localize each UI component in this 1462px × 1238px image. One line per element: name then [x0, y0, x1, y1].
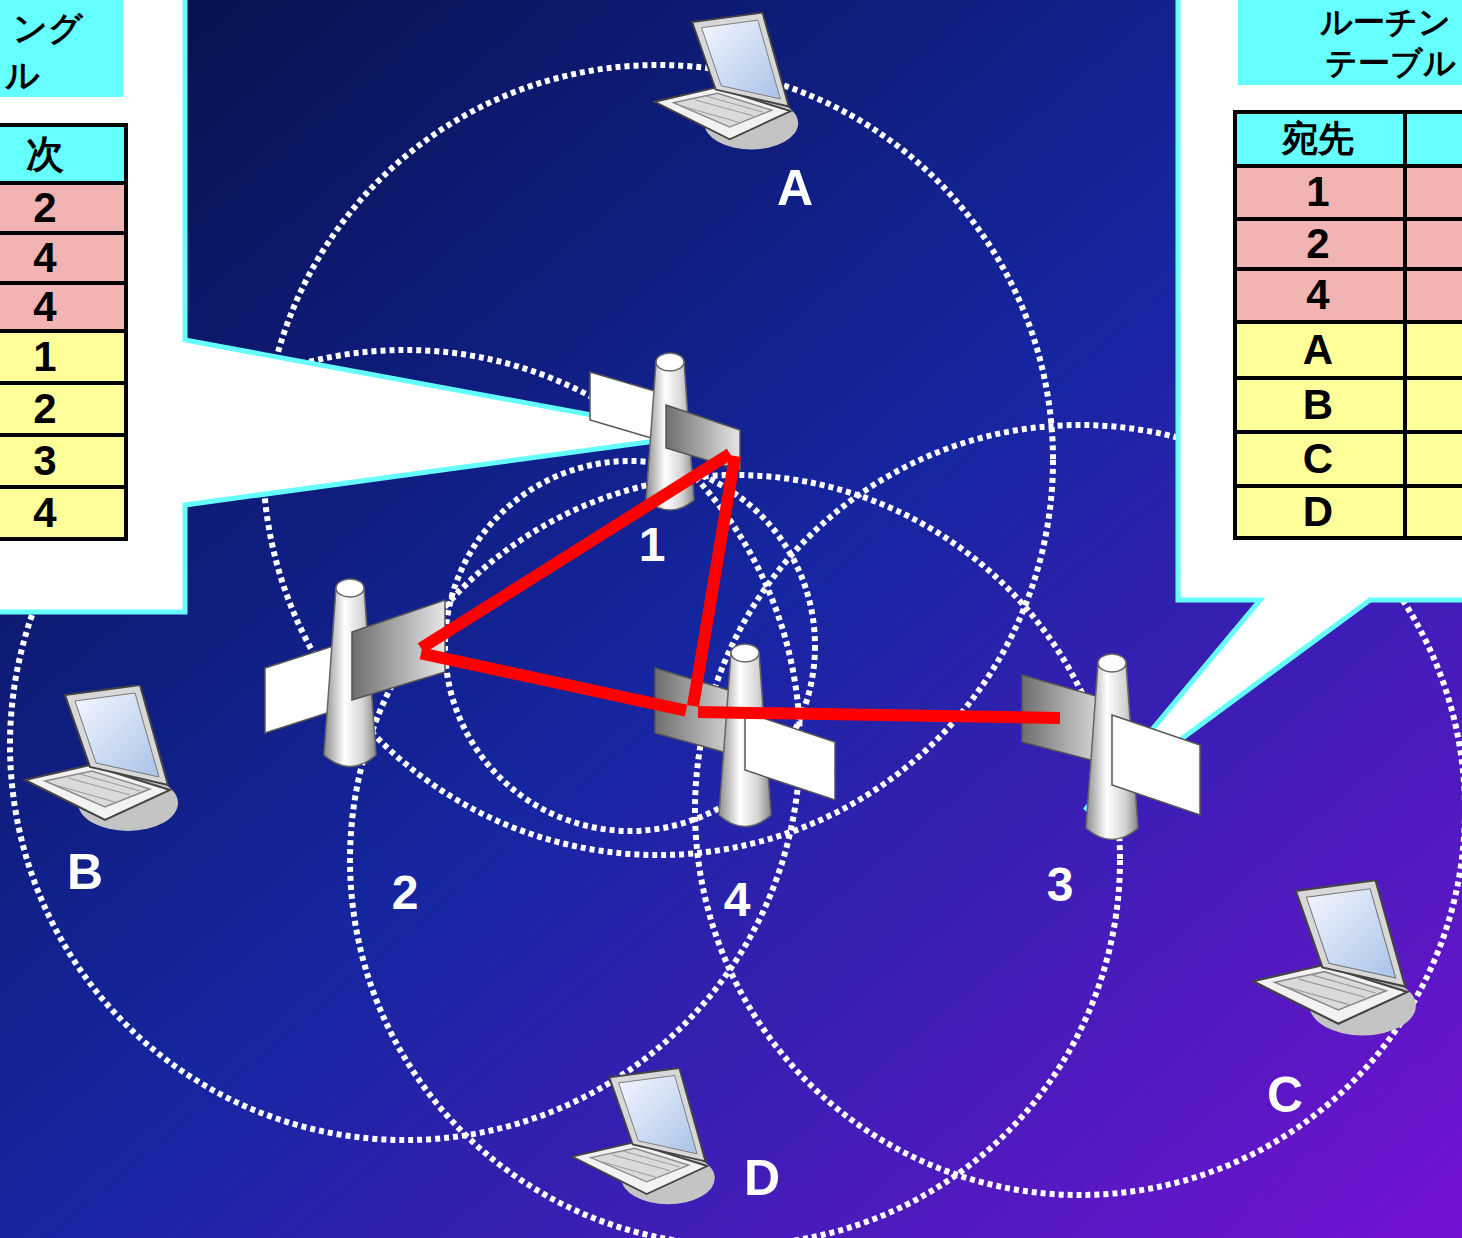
router-node: 1: [730, 444, 742, 456]
router-node: 4: [686, 706, 698, 718]
table-cell: 1: [33, 336, 56, 378]
radio-link: [693, 456, 735, 706]
table-cell: A: [1303, 329, 1333, 371]
laptop-name: A: [777, 163, 813, 213]
table-cell: 2: [1306, 223, 1329, 265]
router-number: 3: [1047, 861, 1074, 909]
laptop-name: C: [1267, 1070, 1303, 1120]
radio-link: [421, 454, 730, 648]
radio-link: [698, 712, 1060, 718]
routers: [265, 353, 1200, 840]
laptop-name: B: [67, 847, 103, 897]
table-title: ング: [13, 11, 83, 45]
table-cell: B: [1303, 384, 1333, 426]
table-cell: 2: [33, 187, 56, 229]
table-cell: 1: [1306, 171, 1329, 213]
router-number: 2: [392, 869, 419, 917]
table-header: 宛先: [1282, 121, 1354, 157]
table-cell: 2: [33, 388, 56, 430]
router-number: 4: [724, 876, 751, 924]
router-number: 1: [639, 521, 666, 569]
table-cell: 3: [33, 440, 56, 482]
router-node: 3: [1060, 712, 1072, 724]
laptop-name: D: [744, 1153, 780, 1203]
table-cell: 4: [1306, 274, 1329, 316]
table-title: ルーチン: [1320, 6, 1451, 38]
table-cell: C: [1303, 438, 1333, 480]
table-title: テーブル: [1325, 47, 1456, 79]
table-cell: 4: [33, 492, 56, 534]
table-header: 次: [26, 135, 64, 173]
radio-link: [421, 653, 686, 710]
table-cell: 4: [33, 286, 56, 328]
router-node: 2: [409, 646, 421, 658]
table-cell: 4: [33, 237, 56, 279]
table-title: ル: [5, 58, 40, 92]
table-cell: D: [1303, 491, 1333, 533]
